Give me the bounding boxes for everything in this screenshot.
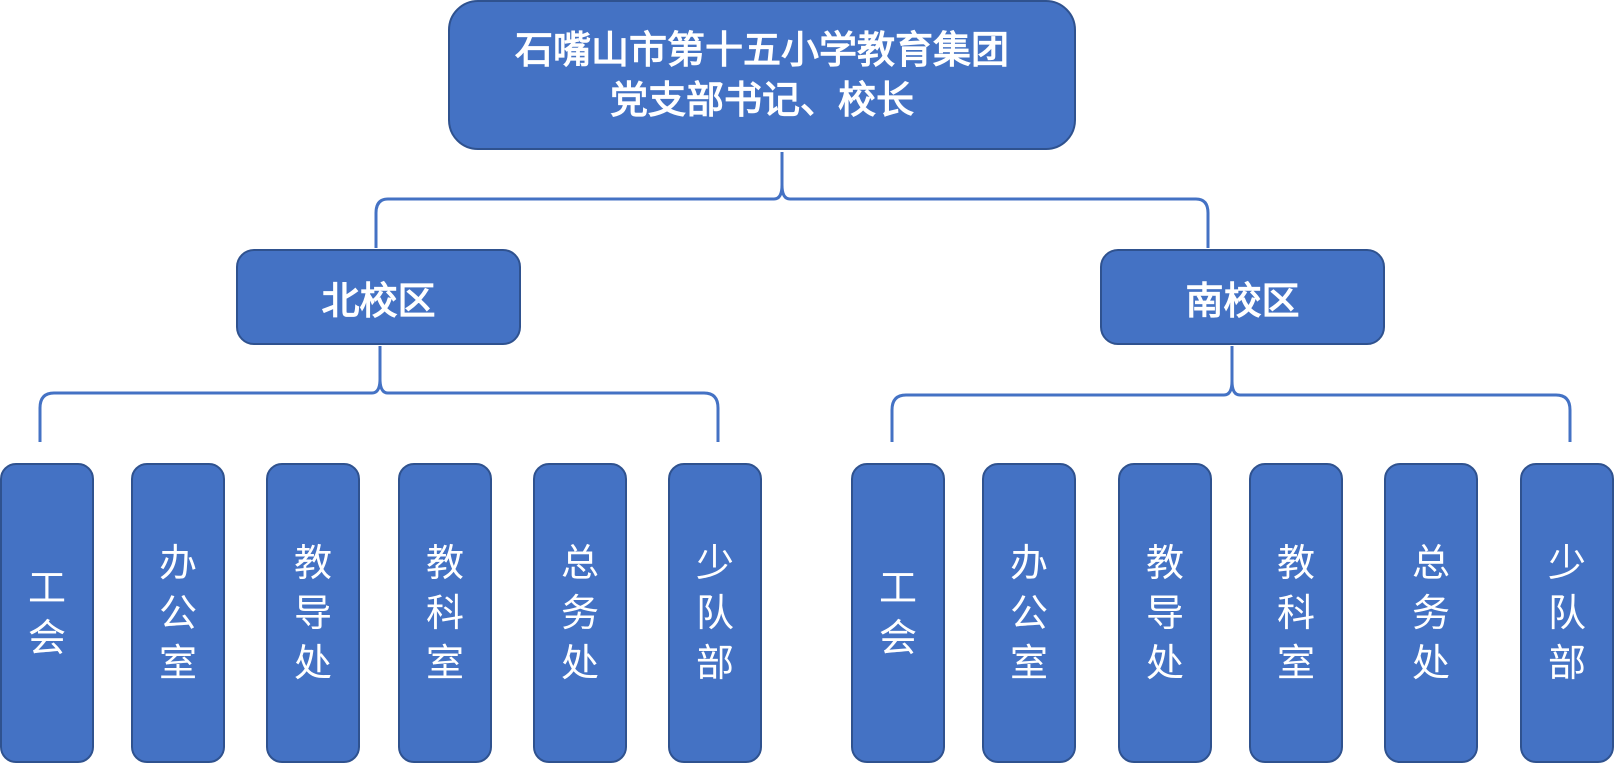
dept-label: 办公室: [1009, 541, 1048, 685]
dept-label: 总务处: [560, 541, 599, 685]
dept-node: 总务处: [533, 463, 627, 763]
campus-label: 南校区: [1185, 278, 1300, 323]
dept-label: 教导处: [293, 541, 332, 685]
dept-node: 少队部: [1520, 463, 1614, 763]
dept-node: 教科室: [398, 463, 492, 763]
dept-node: 教科室: [1249, 463, 1343, 763]
dept-label: 办公室: [158, 541, 197, 685]
dept-label: 少队部: [1547, 541, 1586, 685]
dept-label: 教科室: [1276, 541, 1315, 685]
dept-label: 少队部: [695, 541, 734, 685]
dept-label: 教科室: [425, 541, 464, 685]
campus-node-south: 南校区: [1100, 249, 1385, 345]
south-brace: [890, 346, 1572, 442]
root-node: 石嘴山市第十五小学教育集团 党支部书记、校长: [448, 0, 1076, 150]
campus-label: 北校区: [321, 278, 436, 323]
dept-node: 教导处: [1118, 463, 1212, 763]
dept-node: 工会: [0, 463, 94, 763]
dept-node: 办公室: [982, 463, 1076, 763]
dept-node: 工会: [851, 463, 945, 763]
root-title-line1: 石嘴山市第十五小学教育集团: [514, 28, 1009, 72]
root-title-line2: 党支部书记、校长: [609, 78, 914, 122]
dept-node: 总务处: [1384, 463, 1478, 763]
dept-label: 工会: [878, 566, 917, 660]
dept-node: 办公室: [131, 463, 225, 763]
root-brace: [374, 152, 1210, 248]
dept-node: 少队部: [668, 463, 762, 763]
dept-label: 总务处: [1411, 541, 1450, 685]
campus-node-north: 北校区: [236, 249, 521, 345]
dept-node: 教导处: [266, 463, 360, 763]
dept-label: 教导处: [1145, 541, 1184, 685]
dept-label: 工会: [27, 566, 66, 660]
north-brace: [38, 346, 720, 442]
